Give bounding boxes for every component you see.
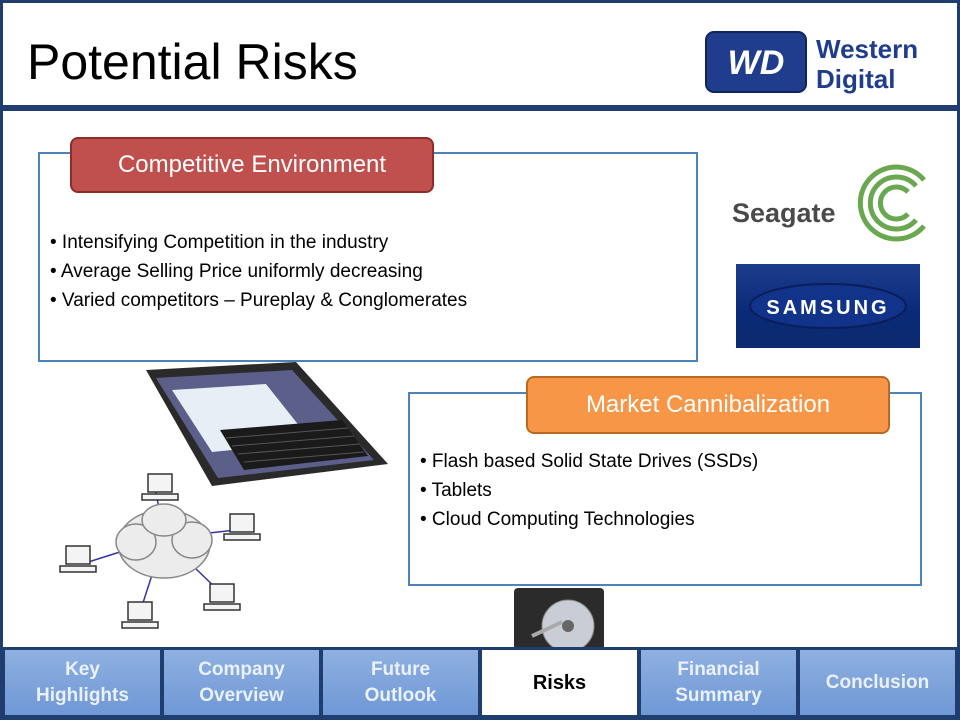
market-bullets: • Flash based Solid State Drives (SSDs) … [420,447,758,534]
nav-risks[interactable]: Risks [482,650,637,715]
nav-future-outlook[interactable]: Future Outlook [323,650,478,715]
svg-text:Western: Western [816,34,918,64]
svg-text:Seagate: Seagate [732,198,836,228]
svg-text:SAMSUNG: SAMSUNG [766,297,889,319]
list-item: • Average Selling Price uniformly decrea… [50,261,423,282]
competitive-environment-heading: Competitive Environment [70,137,434,193]
bottom-navigation: Key Highlights Company Overview Future O… [3,647,957,717]
list-item: • Varied competitors – Pureplay & Conglo… [50,290,468,311]
cloud-network-image [59,473,261,629]
cloud-icon [115,503,213,579]
competitive-bullets: • Intensifying Competition in the indust… [50,228,467,315]
hard-drive-image [514,588,604,650]
list-item: • Intensifying Competition in the indust… [50,232,389,253]
svg-text:Digital: Digital [816,64,895,94]
list-item: • Cloud Computing Technologies [420,509,695,530]
market-cannibalization-heading: Market Cannibalization [526,376,890,434]
list-item: • Tablets [420,480,492,501]
nav-conclusion[interactable]: Conclusion [800,650,955,715]
samsung-logo: SAMSUNG [736,264,920,348]
svg-text:WD: WD [728,44,785,82]
page-title: Potential Risks [27,34,358,90]
western-digital-logo: WD Western Digital [705,31,918,94]
nav-key-highlights[interactable]: Key Highlights [5,650,160,715]
tablet-image [146,362,388,486]
list-item: • Flash based Solid State Drives (SSDs) [420,451,759,472]
nav-company-overview[interactable]: Company Overview [164,650,319,715]
nav-financial-summary[interactable]: Financial Summary [641,650,796,715]
seagate-logo: Seagate [732,164,926,242]
